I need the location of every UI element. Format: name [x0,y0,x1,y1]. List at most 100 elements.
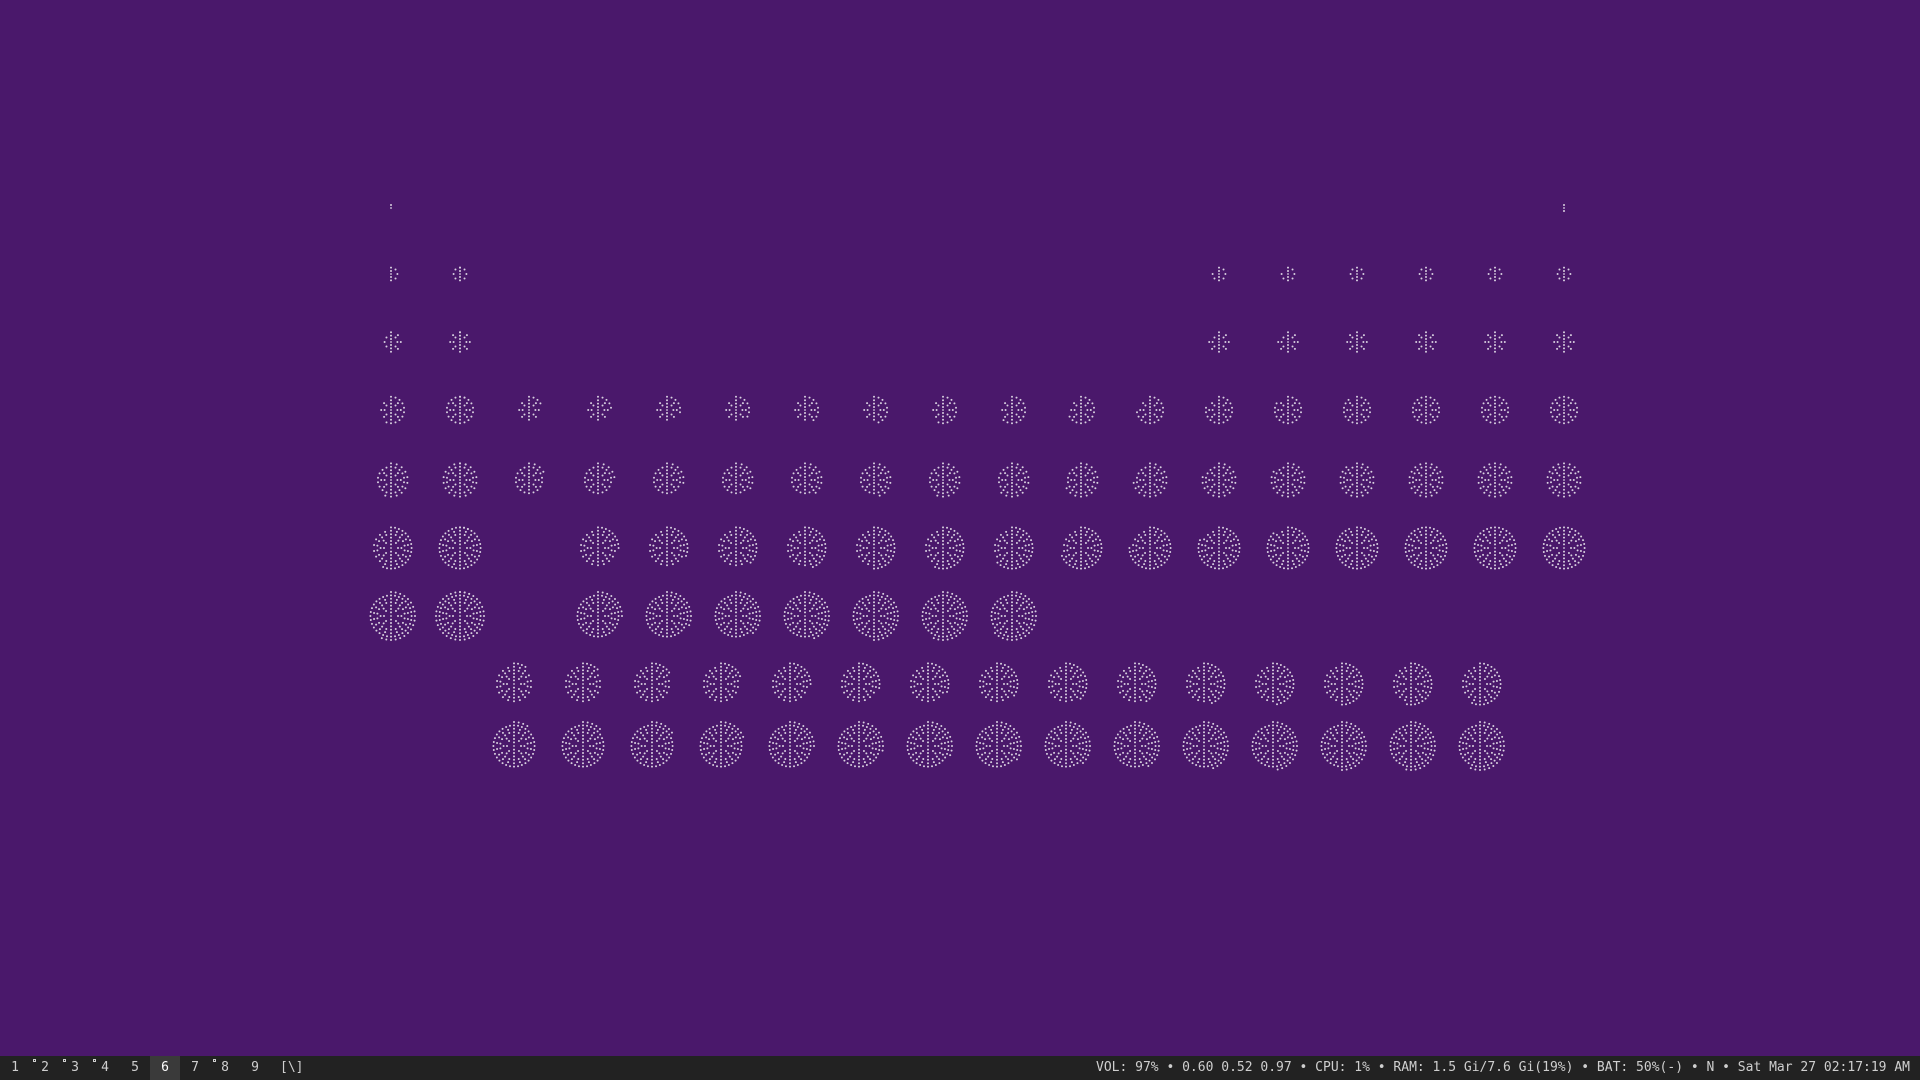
occupied-indicator-icon [213,1059,216,1062]
workspace-tag-label: 1 [11,1060,19,1075]
atom-p5-g5 [653,462,685,495]
workspace-tag-label: 4 [101,1060,109,1075]
atom-p5-g18 [1546,462,1582,498]
atom-actinides-1 [492,721,536,768]
atom-p4-g7 [794,395,819,422]
atom-p5-g7 [791,462,823,495]
atom-p6-g8 [856,526,896,570]
atom-lanthanides-2 [565,662,601,703]
atom-p3-g17 [1484,331,1506,353]
atom-p6-g9 [925,526,965,570]
atom-actinides-11 [1182,721,1229,770]
atom-p7-g10 [990,591,1037,641]
atom-p6-g7 [787,526,827,569]
atom-p4-g13 [1205,395,1233,425]
atom-p3-g18 [1553,331,1575,353]
atom-p6-g17 [1473,526,1517,570]
atom-p2-g17 [1487,266,1503,282]
atom-p4-g1 [380,395,405,425]
workspace-tag-6[interactable]: 6 [150,1056,180,1080]
workspace-tag-label: 9 [251,1060,259,1075]
atom-p2-g2 [452,266,468,282]
workspace-tags: 1 2 3 4 5 6 7 8 9 [\] [0,1056,303,1080]
atom-p2-g14 [1280,266,1296,282]
desktop-wallpaper [369,204,1586,771]
atom-p4-g12 [1136,395,1164,425]
atom-p4-g2 [446,395,474,425]
atom-p5-g9 [929,462,961,498]
atom-p6-g6 [718,526,758,567]
workspace-tag-4[interactable]: 4 [90,1056,120,1080]
atom-lanthanides-13 [1324,662,1364,706]
atom-actinides-12 [1251,721,1298,771]
atom-p6-g5 [649,526,689,567]
atom-actinides-10 [1113,721,1160,768]
atom-p6-g12 [1128,526,1172,570]
atom-lanthanides-12 [1255,662,1295,706]
atom-p5-g14 [1270,462,1306,498]
layout-symbol[interactable]: [\] [280,1060,304,1075]
atom-lanthanides-6 [841,662,881,703]
atom-p3-g13 [1208,331,1230,353]
atom-actinides-8 [975,721,1022,768]
atom-lanthanides-14 [1393,662,1433,706]
atom-actinides-15 [1458,721,1505,771]
atom-lanthanides-15 [1462,662,1502,706]
workspace-tag-label: 3 [71,1060,79,1075]
atom-p7-g9 [921,591,968,641]
atom-lanthanides-5 [772,662,812,703]
atom-p3-g14 [1277,331,1299,353]
atom-lanthanides-11 [1186,662,1226,705]
atom-lanthanides-1 [496,662,532,703]
workspace-tag-8[interactable]: 8 [210,1056,240,1080]
workspace-tag-label: 2 [41,1060,49,1075]
atom-actinides-2 [561,721,605,768]
workspace-tag-3[interactable]: 3 [60,1056,90,1080]
atom-p3-g16 [1415,331,1437,353]
atom-actinides-7 [906,721,953,768]
atom-p2-g15 [1349,266,1365,282]
workspace-tag-2[interactable]: 2 [30,1056,60,1080]
atom-lanthanides-4 [703,662,742,703]
atom-p7-g6 [714,591,761,638]
atom-p6-g10 [994,526,1034,570]
atom-p7-g5 [645,591,692,638]
atom-p2-g18 [1556,266,1572,282]
atom-p4-g6 [725,395,750,421]
workspace-tag-1[interactable]: 1 [0,1056,30,1080]
atom-p5-g2 [442,462,478,498]
atom-p2-g1 [390,266,399,282]
atom-p4-g5 [656,395,681,421]
atom-actinides-14 [1389,721,1436,771]
atom-p5-g8 [860,462,892,497]
atom-p7-g7 [783,591,830,640]
atom-p4-g14 [1274,395,1302,425]
atom-lanthanides-9 [1048,662,1088,703]
atom-p3-g1 [383,331,402,353]
workspace-tag-5[interactable]: 5 [120,1056,150,1080]
atom-p6-g1 [373,526,413,570]
atom-p7-g1 [369,591,416,641]
atom-p6-g2 [438,526,482,570]
atom-actinides-6 [837,721,884,768]
occupied-indicator-icon [63,1059,66,1062]
atom-p1-g1 [390,204,392,209]
atom-p4-g15 [1343,395,1371,425]
workspace-tag-7[interactable]: 7 [180,1056,210,1080]
atom-lanthanides-8 [979,662,1019,703]
atom-p5-g3 [515,462,545,495]
atom-actinides-9 [1044,721,1091,768]
atom-p6-g15 [1335,526,1379,570]
atom-p6-g18 [1542,526,1586,570]
atom-p5-g16 [1408,462,1444,498]
workspace-tag-9[interactable]: 9 [240,1056,270,1080]
atom-p6-g11 [1060,526,1103,570]
atom-p5-g12 [1132,462,1168,498]
atom-p5-g10 [998,462,1030,498]
atom-p7-g2 [435,591,485,641]
atom-lanthanides-10 [1117,662,1157,703]
occupied-indicator-icon [33,1059,36,1062]
status-text: VOL: 97% • 0.60 0.52 0.97 • CPU: 1% • RA… [1096,1060,1910,1075]
atom-p6-g13 [1197,526,1241,570]
atom-p1-g18 [1563,204,1565,212]
